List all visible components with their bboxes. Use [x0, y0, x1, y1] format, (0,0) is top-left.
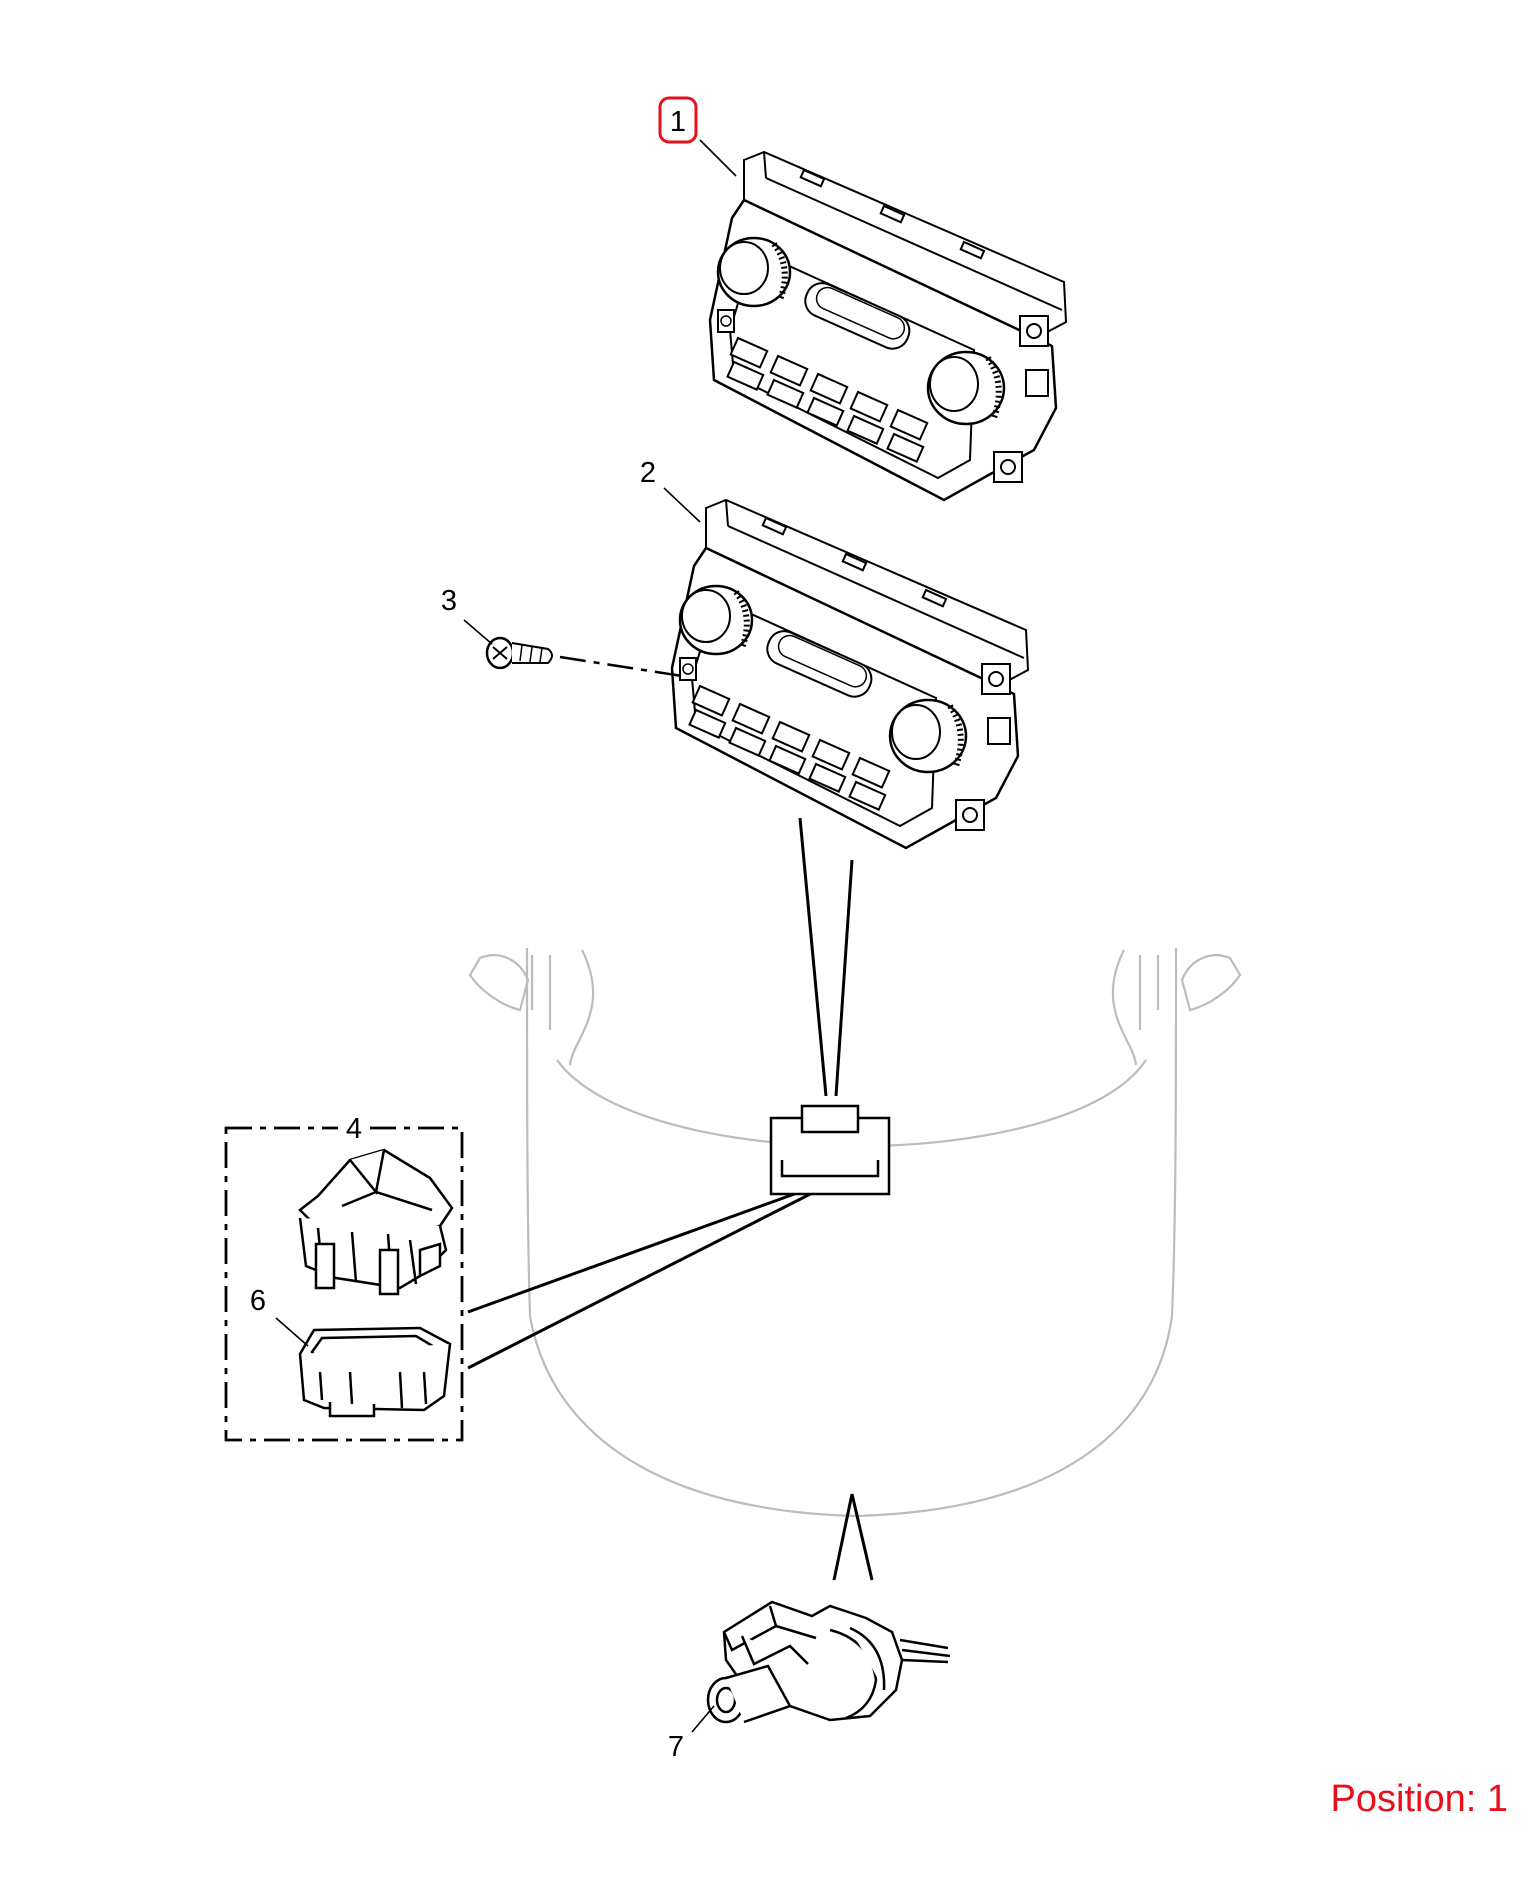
switch-part-4[interactable]	[298, 1148, 454, 1296]
callout-7[interactable]: 7	[668, 1731, 684, 1763]
leader-lines	[275, 139, 737, 1733]
screw-part-3[interactable]	[485, 636, 553, 670]
bezel-part-6[interactable]	[298, 1326, 452, 1418]
callout-4[interactable]: 4	[346, 1113, 362, 1145]
position-label: Position: 1	[1330, 1778, 1508, 1820]
location-marker-box	[769, 1104, 891, 1196]
callout-1-highlight	[658, 96, 698, 144]
sensor-part-7[interactable]	[706, 1600, 951, 1724]
callout-3[interactable]: 3	[441, 585, 457, 617]
screw-install-line	[559, 655, 683, 678]
callout-2[interactable]: 2	[640, 457, 656, 489]
location-lines	[467, 817, 874, 1581]
vehicle-outline	[468, 947, 1242, 1518]
callout-6[interactable]: 6	[250, 1285, 266, 1317]
climate-control-panel-part-2[interactable]	[672, 500, 1028, 848]
climate-control-panel-part-1[interactable]	[710, 152, 1066, 500]
callout-1[interactable]: 1	[670, 106, 686, 138]
